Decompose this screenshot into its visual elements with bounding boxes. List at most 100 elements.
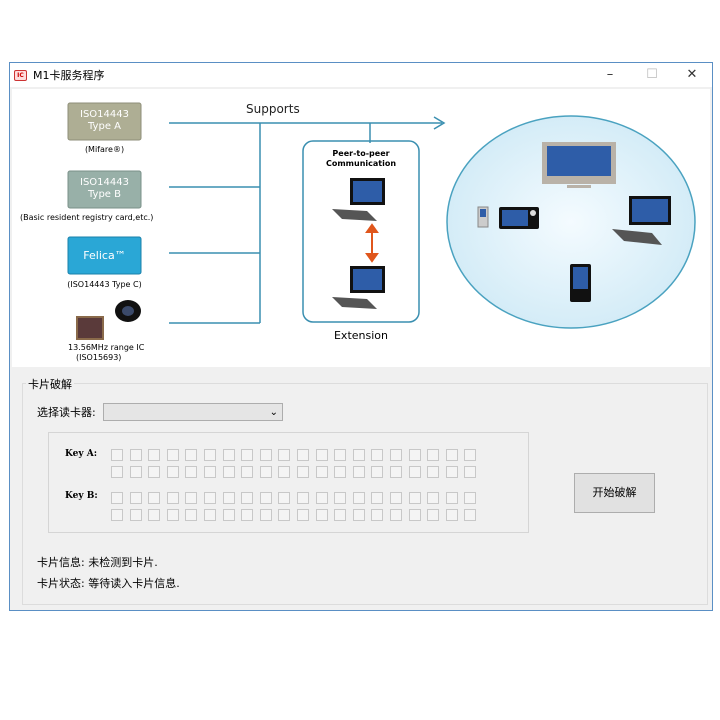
key-b-checkbox[interactable] <box>371 492 384 504</box>
key-b-checkbox[interactable] <box>371 509 384 521</box>
key-b-checkbox[interactable] <box>241 492 254 504</box>
key-a-checkbox[interactable] <box>352 466 365 478</box>
key-a-checkbox[interactable] <box>185 449 198 461</box>
key-a-checkbox[interactable] <box>166 466 179 478</box>
key-b-label: Key B: <box>65 491 98 501</box>
p2p-arrow-icon <box>365 223 379 263</box>
key-a-checkbox[interactable] <box>445 466 458 478</box>
maximize-button[interactable]: ☐ <box>646 67 658 82</box>
key-a-checkbox[interactable] <box>427 449 440 461</box>
p2p-title-line2: Communication <box>325 159 397 168</box>
key-a-checkbox[interactable] <box>129 449 142 461</box>
key-a-checkbox[interactable] <box>408 449 421 461</box>
key-a-checkbox[interactable] <box>241 466 254 478</box>
key-b-checkbox[interactable] <box>464 509 477 521</box>
key-a-checkbox[interactable] <box>334 449 347 461</box>
key-a-checkbox[interactable] <box>278 466 291 478</box>
key-b-checkbox[interactable] <box>334 492 347 504</box>
card-info-text: 卡片信息: 未检测到卡片. <box>37 556 158 569</box>
key-a-checkbox[interactable] <box>297 449 309 461</box>
key-b-checkbox[interactable] <box>204 492 216 504</box>
key-a-checkbox[interactable] <box>111 449 123 461</box>
minimize-button[interactable]: – <box>606 67 614 82</box>
key-b-checkbox[interactable] <box>408 492 421 504</box>
key-b-checkbox[interactable] <box>129 492 142 504</box>
key-b-checkbox[interactable] <box>259 492 272 504</box>
key-a-checkbox[interactable] <box>166 449 179 461</box>
key-b-checkbox[interactable] <box>352 509 365 521</box>
key-b-checkbox[interactable] <box>464 492 477 504</box>
reader-label: 选择读卡器: <box>37 406 96 419</box>
card-felica-text: Felica™ <box>83 249 126 262</box>
close-button[interactable]: ✕ <box>686 67 698 82</box>
key-a-checkbox[interactable] <box>408 466 421 478</box>
start-crack-button[interactable]: 开始破解 <box>574 473 655 513</box>
key-a-checkbox[interactable] <box>204 466 216 478</box>
key-a-checkbox[interactable] <box>315 466 328 478</box>
key-a-checkbox[interactable] <box>297 466 309 478</box>
key-b-checkbox[interactable] <box>166 509 179 521</box>
key-a-checkbox[interactable] <box>222 466 235 478</box>
key-b-checkbox[interactable] <box>297 509 309 521</box>
key-a-checkbox[interactable] <box>315 449 328 461</box>
key-b-checkbox[interactable] <box>185 509 198 521</box>
key-a-checkbox[interactable] <box>148 466 161 478</box>
key-b-checkbox[interactable] <box>111 492 123 504</box>
card-type-b-caption: (Basic resident registry card,etc.) <box>20 213 154 222</box>
key-b-checkbox[interactable] <box>427 509 440 521</box>
key-a-checkbox[interactable] <box>148 449 161 461</box>
card-felica-badge <box>67 236 142 275</box>
key-a-checkbox[interactable] <box>352 449 365 461</box>
key-a-checkbox[interactable] <box>111 466 123 478</box>
key-a-checkbox[interactable] <box>427 466 440 478</box>
key-b-checkbox[interactable] <box>204 509 216 521</box>
key-a-checkbox[interactable] <box>445 449 458 461</box>
key-b-checkbox[interactable] <box>445 509 458 521</box>
key-a-checkbox[interactable] <box>464 449 477 461</box>
key-a-checkbox[interactable] <box>259 466 272 478</box>
key-b-checkbox[interactable] <box>445 492 458 504</box>
key-a-checkbox[interactable] <box>259 449 272 461</box>
key-a-checkbox[interactable] <box>334 466 347 478</box>
key-a-checkbox[interactable] <box>222 449 235 461</box>
key-b-checkbox[interactable] <box>427 492 440 504</box>
key-b-checkbox[interactable] <box>408 509 421 521</box>
key-b-checkbox[interactable] <box>278 492 291 504</box>
key-b-checkbox[interactable] <box>315 492 328 504</box>
ic-caption-line1: 13.56MHz range IC <box>68 343 145 352</box>
key-b-checkbox[interactable] <box>390 492 402 504</box>
key-b-checkbox[interactable] <box>166 492 179 504</box>
key-a-checkbox[interactable] <box>371 449 384 461</box>
key-a-checkbox[interactable] <box>278 449 291 461</box>
reader-select[interactable]: ⌄ <box>103 403 283 421</box>
key-a-checkbox[interactable] <box>185 466 198 478</box>
camera-icon <box>499 207 539 229</box>
key-a-checkbox[interactable] <box>371 466 384 478</box>
key-b-checkbox[interactable] <box>334 509 347 521</box>
key-a-checkbox[interactable] <box>241 449 254 461</box>
key-b-checkbox[interactable] <box>278 509 291 521</box>
key-a-checkbox[interactable] <box>464 466 477 478</box>
key-b-checkbox[interactable] <box>148 492 161 504</box>
key-a-checkbox[interactable] <box>390 466 402 478</box>
key-b-checkbox[interactable] <box>185 492 198 504</box>
key-b-checkbox[interactable] <box>241 509 254 521</box>
card-type-a-line1: ISO14443 <box>80 109 129 120</box>
key-b-checkbox[interactable] <box>222 492 235 504</box>
key-b-checkbox[interactable] <box>129 509 142 521</box>
key-b-checkbox[interactable] <box>148 509 161 521</box>
key-a-checkbox[interactable] <box>129 466 142 478</box>
p2p-title-line1: Peer-to-peer <box>332 149 390 158</box>
key-b-checkbox[interactable] <box>352 492 365 504</box>
key-a-checkbox[interactable] <box>204 449 216 461</box>
key-b-checkbox[interactable] <box>390 509 402 521</box>
key-b-checkbox[interactable] <box>297 492 309 504</box>
key-b-checkbox[interactable] <box>259 509 272 521</box>
key-b-checkbox[interactable] <box>111 509 123 521</box>
key-b-checkbox[interactable] <box>315 509 328 521</box>
key-a-checkbox[interactable] <box>390 449 402 461</box>
key-b-checkbox[interactable] <box>222 509 235 521</box>
